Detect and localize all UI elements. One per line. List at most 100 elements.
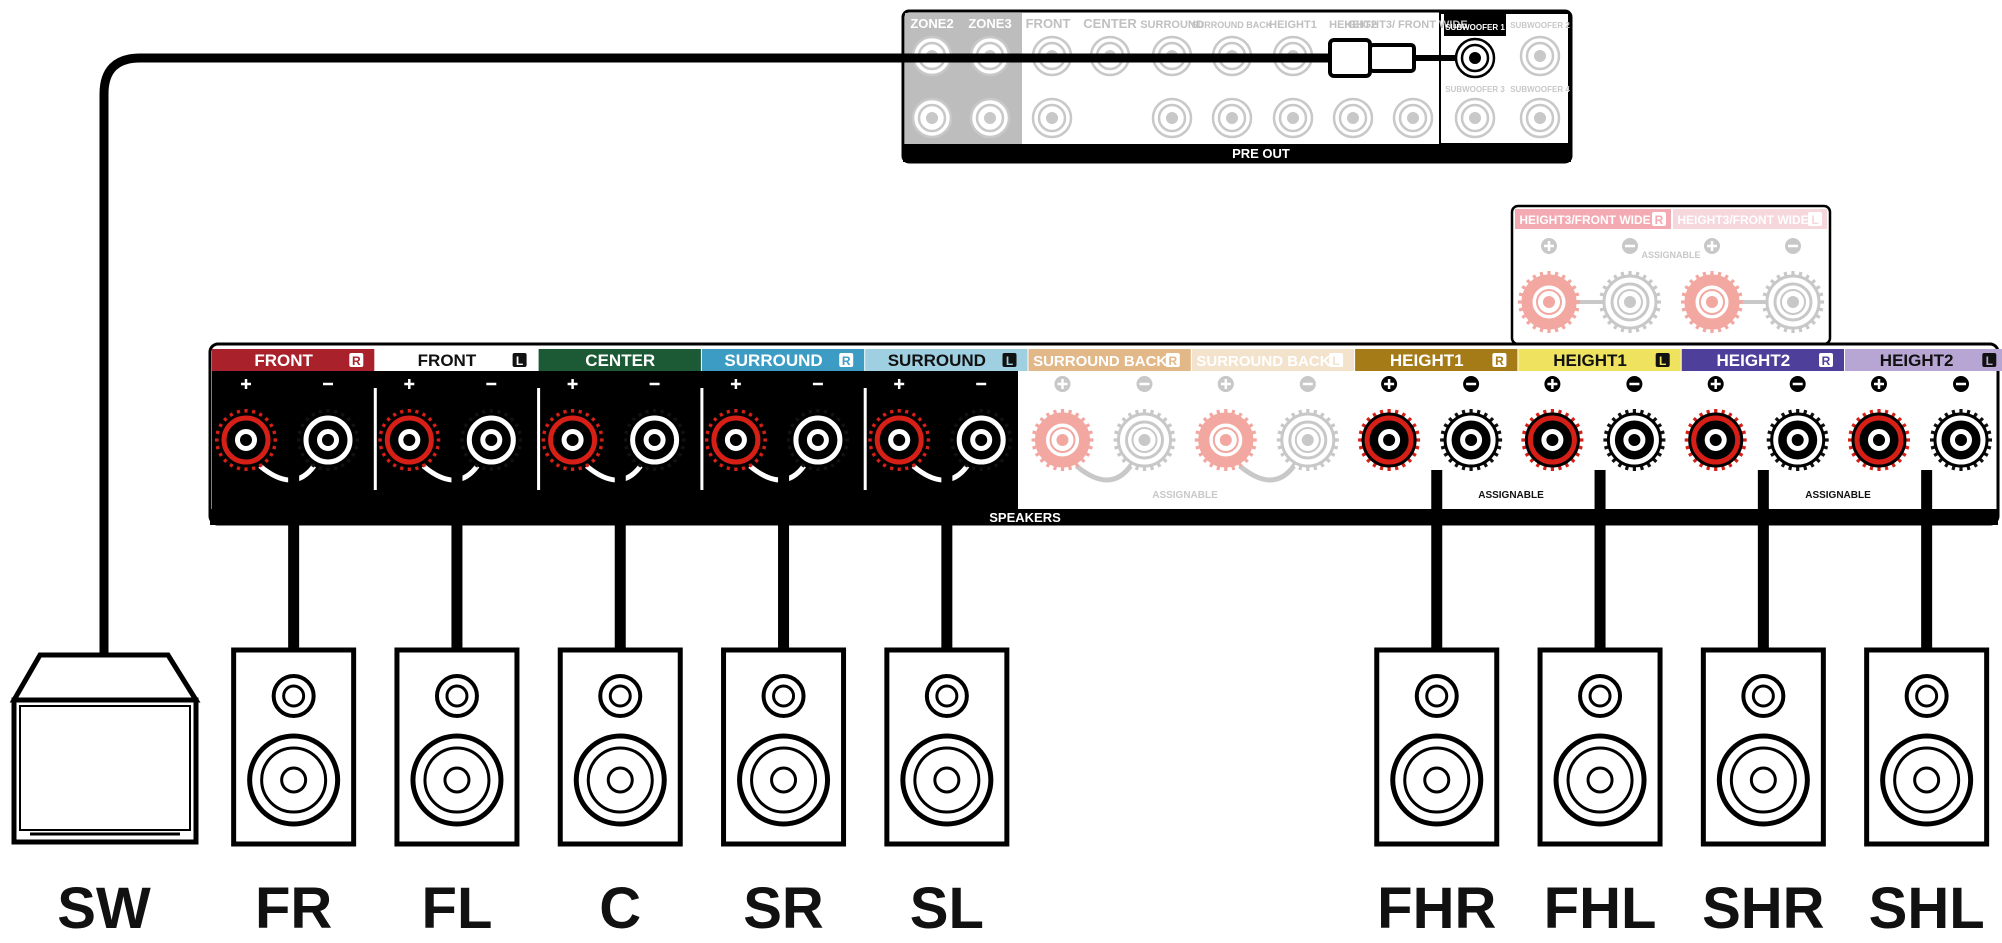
terminal-center: [240, 434, 252, 446]
channel-side-box-letter: L: [1986, 354, 1993, 368]
subwoofer-label: SUBWOOFER 1: [1445, 23, 1505, 32]
terminal-minus: [460, 409, 523, 471]
channel-side-box: [349, 353, 364, 367]
terminal-plus: [1518, 271, 1580, 333]
channel-tag: [1518, 349, 1681, 371]
subwoofer-cable: [99, 53, 1343, 664]
speaker-unit: [231, 647, 357, 847]
height3-label-l: HEIGHT3/FRONT WIDE: [1677, 213, 1808, 227]
rca-jack-pin: [926, 112, 938, 124]
channel-tag: [1681, 349, 1844, 371]
terminal-plus: [215, 409, 277, 471]
channel-tag-label: HEIGHT1: [1390, 351, 1464, 370]
speaker-label: SW: [57, 876, 151, 941]
tweeter-center: [1915, 684, 1939, 708]
woofer-center: [280, 766, 308, 794]
channel-side-box: [839, 353, 854, 367]
channel-side-box-letter: L: [1332, 354, 1339, 368]
terminal-center: [1787, 296, 1799, 308]
speaker-unit: [394, 647, 520, 847]
channel-side-box: [1492, 353, 1507, 367]
terminal-center: [1955, 434, 1967, 446]
woofer-center: [1423, 766, 1451, 794]
terminal-plus: [1848, 409, 1910, 471]
speaker-label: SL: [910, 876, 984, 941]
tweeter-center: [1751, 684, 1775, 708]
speaker-label: FHR: [1377, 876, 1496, 941]
terminal-plus: [1194, 409, 1257, 471]
terminal-center: [403, 434, 416, 446]
channel-tag: [1028, 349, 1191, 371]
channel-side-box-letter: R: [842, 354, 851, 368]
tweeter-center: [282, 684, 306, 708]
channel-tag: [1355, 349, 1518, 371]
channel-tag: [865, 349, 1028, 371]
rca-jack-pin: [1226, 112, 1238, 124]
height3-label-r: HEIGHT3/FRONT WIDE: [1519, 213, 1650, 227]
channel-tag: [701, 349, 865, 371]
channel-tag: [1845, 349, 2002, 371]
channel-tag-label: SURROUND: [888, 351, 986, 370]
speaker-units: [9, 647, 1990, 847]
terminal-minus: [950, 409, 1013, 471]
terminal-center: [729, 434, 742, 446]
speaker-cables: [288, 470, 1933, 650]
pre-out-channel-label: HEIGHT3/ FRONT WIDE: [1344, 19, 1467, 31]
pre-out-channel-label: FRONT: [1026, 16, 1071, 31]
channel-side-box: [1329, 353, 1344, 367]
terminal-center: [1219, 434, 1232, 446]
terminal-minus: [786, 409, 849, 471]
terminal-plus: [1358, 409, 1421, 471]
terminal-center: [1383, 434, 1396, 446]
tweeter-center: [608, 684, 632, 708]
channel-side-box: [1819, 353, 1833, 367]
channel-tag: [538, 349, 701, 371]
channel-tag: [1191, 349, 1355, 371]
speaker-unit: [884, 647, 1010, 847]
tweeter-center: [935, 684, 959, 708]
pre-out-bar: [903, 144, 1571, 162]
channel-side-box-letter: R: [352, 354, 361, 368]
height3-side-l-letter: L: [1811, 213, 1818, 227]
height3-side-l: [1808, 212, 1822, 226]
channel-tag-label: HEIGHT2: [1880, 351, 1954, 370]
terminal-center: [811, 434, 824, 446]
zone-label: ZONE3: [968, 16, 1011, 31]
tweeter-center: [1588, 684, 1612, 708]
rca-jack-pin: [1287, 112, 1299, 124]
terminal-center: [566, 434, 579, 446]
subwoofer-label: SUBWOOFER 2: [1510, 21, 1570, 30]
rca-jack-pin: [1407, 112, 1419, 124]
woofer-center: [443, 766, 471, 794]
assignable-label: ASSIGNABLE: [1478, 490, 1544, 501]
height3-side-r-letter: R: [1655, 213, 1664, 227]
speaker-unit: [1374, 647, 1500, 847]
channel-tag-label: HEIGHT1: [1553, 351, 1627, 370]
terminal-center: [1709, 434, 1722, 446]
pre-out-title: PRE OUT: [1232, 146, 1290, 161]
pre-out-channel-label: HEIGHT2: [1329, 19, 1377, 31]
channel-side-box-letter: R: [1168, 354, 1177, 368]
subwoofer-top: [9, 652, 201, 703]
zone-label: ZONE2: [910, 16, 953, 31]
subwoofer1-tag: [1444, 14, 1506, 36]
terminal-plus: [1031, 409, 1094, 471]
woofer-center: [933, 766, 961, 794]
channel-side-box: [1002, 353, 1017, 367]
channel-tag: [375, 349, 538, 371]
channel-side-box-letter: L: [1659, 354, 1666, 368]
terminal-center: [1628, 434, 1641, 446]
rca-plug-collar: [1368, 43, 1416, 73]
terminal-plus: [1681, 271, 1743, 333]
terminal-center: [1873, 434, 1885, 446]
terminal-minus: [1599, 271, 1661, 333]
rca-jack-pin: [1046, 112, 1058, 124]
terminal-center: [648, 434, 661, 446]
height3-tag-r: [1515, 209, 1671, 229]
channel-tag-label: SURROUND BACK: [1033, 353, 1167, 370]
channel-tag-label: FRONT: [418, 351, 477, 370]
channel-side-box: [1165, 353, 1180, 367]
channel-side-box-letter: L: [516, 354, 523, 368]
rca-jack-pin: [1534, 112, 1546, 124]
